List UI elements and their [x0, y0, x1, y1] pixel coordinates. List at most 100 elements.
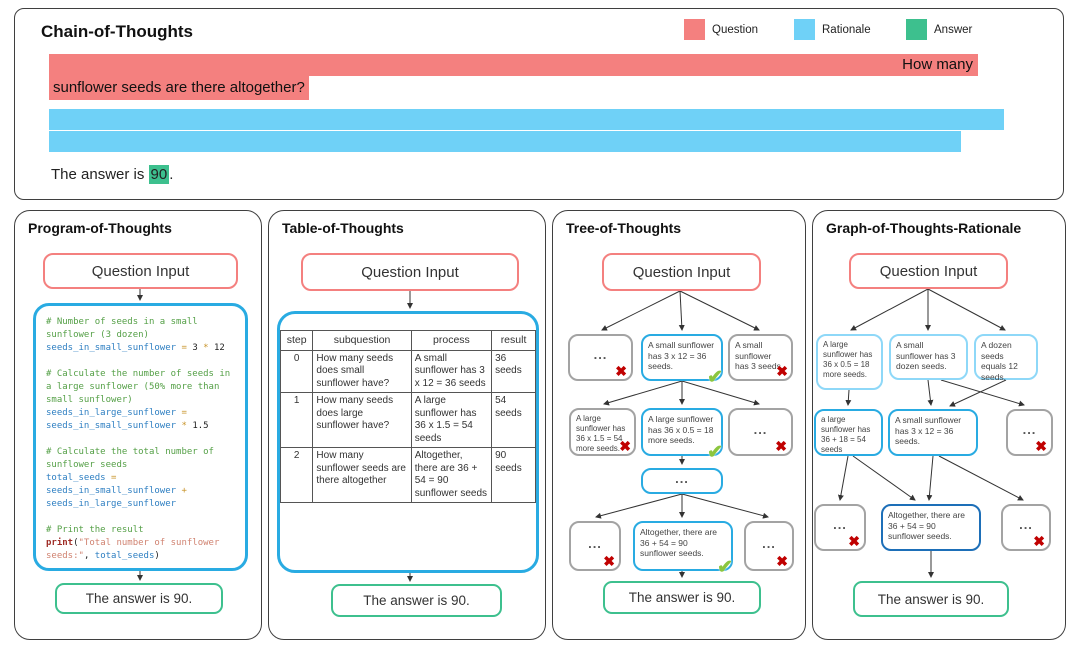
answer-color-swatch — [906, 19, 927, 40]
node-text: ... — [753, 421, 768, 437]
tree-answer-box: The answer is 90. — [603, 581, 761, 614]
col-result: result — [491, 330, 536, 351]
cell-result: 54 seeds — [491, 392, 536, 448]
graph-node: A small sunflower has 3 dozen seeds. — [889, 334, 968, 380]
legend-label: Answer — [934, 23, 973, 36]
node-text: A dozen seeds equals 12 seeds. — [981, 340, 1018, 382]
tree-node-rejected: ... ✖ — [568, 334, 633, 381]
node-text: Altogether, there are 36 + 54 = 90 sunfl… — [640, 527, 718, 558]
node-text: A small sunflower has 3 seeds. — [735, 340, 784, 371]
cross-icon: ✖ — [1035, 438, 1048, 454]
legend-item-answer: Answer — [906, 19, 972, 40]
cross-icon: ✖ — [603, 553, 616, 569]
cell-subquestion: How many seeds does small sunflower have… — [312, 349, 412, 393]
graph-node-rejected: ... ✖ — [1006, 409, 1053, 456]
legend-item-question: Question — [684, 19, 758, 40]
cell-step: 2 — [279, 447, 314, 503]
question-color-swatch — [684, 19, 705, 40]
tree-of-thoughts-panel: Tree-of-Thoughts Question Input ... ✖ A … — [552, 210, 806, 640]
cell-process: A small sunflower has 3 x 12 = 36 seeds — [410, 349, 493, 393]
answer-value-highlight: 90 — [148, 165, 170, 184]
node-text: a large sunflower has 36 + 18 = 54 seeds — [821, 415, 871, 454]
table-of-thoughts-panel: Table-of-Thoughts Question Input step su… — [268, 210, 546, 640]
cross-icon: ✖ — [848, 533, 861, 549]
chain-panel-title: Chain-of-Thoughts — [41, 22, 194, 41]
answer-label: The answer is 90. — [877, 591, 985, 607]
node-text: ... — [1022, 422, 1037, 438]
tree-node-rejected: ... ✖ — [744, 521, 794, 571]
pot-answer-box: The answer is 90. — [55, 583, 223, 614]
table-row: 0 How many seeds does small sunflower ha… — [279, 349, 536, 393]
program-of-thoughts-panel: Program-of-Thoughts Question Input # Num… — [14, 210, 262, 640]
question-input-label: Question Input — [361, 263, 459, 281]
tree-node-accepted: A large sunflower has 36 x 0.5 = 18 more… — [641, 408, 723, 462]
graph-node: a large sunflower has 36 + 18 = 54 seeds — [814, 409, 883, 456]
cross-icon: ✖ — [776, 553, 789, 569]
pot-panel-title: Program-of-Thoughts — [28, 220, 172, 236]
cross-icon: ✖ — [619, 438, 631, 454]
node-text: ... — [588, 535, 602, 551]
tableot-table-box: step subquestion process result 0 How ma… — [277, 311, 539, 573]
question-input-label: Question Input — [91, 262, 190, 280]
cell-step: 1 — [279, 392, 314, 448]
tree-node-rejected: A large sunflower has 36 x 1.5 = 54 more… — [569, 408, 636, 456]
answer-suffix: . — [169, 166, 174, 183]
cross-icon: ✖ — [615, 363, 628, 379]
pot-question-input-box: Question Input — [43, 253, 238, 289]
node-text: ... — [762, 535, 776, 551]
cell-process: A large sunflower has 36 x 1.5 = 54 seed… — [410, 392, 493, 448]
tree-panel-title: Tree-of-Thoughts — [566, 220, 682, 236]
chain-answer-line: The answer is 90. — [51, 163, 173, 187]
chain-of-thoughts-panel: Chain-of-Thoughts Question Rationale Ans… — [14, 8, 1064, 200]
answer-label: The answer is 90. — [85, 591, 193, 606]
cell-result: 36 seeds — [491, 349, 536, 393]
graph-answer-box: The answer is 90. — [853, 581, 1009, 617]
graph-node: A large sunflower has 36 x 0.5 = 18 more… — [816, 334, 883, 390]
answer-prefix: The answer is — [51, 166, 149, 183]
tree-node-accepted: Altogether, there are 36 + 54 = 90 sunfl… — [633, 521, 733, 577]
cell-subquestion: How many sunflower seeds are there altog… — [312, 447, 412, 503]
answer-label: The answer is 90. — [363, 593, 470, 608]
check-icon: ✔ — [707, 442, 723, 463]
legend-label: Question — [712, 23, 759, 36]
node-text: A small sunflower has 3 x 12 = 36 seeds. — [895, 415, 962, 446]
cross-icon: ✖ — [1033, 533, 1046, 549]
cross-icon: ✖ — [776, 363, 788, 379]
node-text: A large sunflower has 36 x 1.5 = 54 more… — [576, 414, 626, 453]
question-highlight-bar: How many — [49, 54, 978, 76]
table-row: 1 How many seeds does large sunflower ha… — [279, 392, 536, 448]
node-text: Altogether, there are 36 + 54 = 90 sunfl… — [888, 510, 966, 541]
col-process: process — [410, 330, 493, 351]
node-text: A large sunflower has 36 x 0.5 = 18 more… — [648, 414, 714, 445]
graph-of-thoughts-rationale-panel: Graph-of-Thoughts-Rationale Question Inp… — [812, 210, 1066, 640]
check-icon: ✔ — [717, 557, 733, 578]
table-row: 2 How many sunflower seeds are there alt… — [279, 447, 536, 503]
question-input-label: Question Input — [632, 263, 731, 281]
node-text: ... — [833, 517, 847, 533]
graph-question-input-box: Question Input — [849, 253, 1008, 289]
tree-node-rejected: ... ✖ — [569, 521, 621, 571]
graph-node: A small sunflower has 3 x 12 = 36 seeds. — [888, 409, 978, 456]
tree-question-input-box: Question Input — [602, 253, 761, 291]
graph-panel-title: Graph-of-Thoughts-Rationale — [826, 220, 1022, 236]
cross-icon: ✖ — [775, 438, 788, 454]
graph-node-rejected: ... ✖ — [814, 504, 866, 551]
tree-node-rejected: ... ✖ — [728, 408, 793, 456]
col-step: step — [279, 330, 314, 351]
check-icon: ✔ — [707, 367, 723, 388]
question-tail-text: How many — [902, 56, 973, 73]
rationale-redacted-bar-1 — [49, 109, 1004, 130]
tableot-question-input-box: Question Input — [301, 253, 519, 291]
question-line2: sunflower seeds are there altogether? — [49, 76, 309, 100]
graph-node: A dozen seeds equals 12 seeds. — [974, 334, 1038, 382]
cell-subquestion: How many seeds does large sunflower have… — [312, 392, 412, 448]
tableot-answer-box: The answer is 90. — [331, 584, 502, 617]
cell-result: 90 seeds — [491, 447, 536, 503]
question-input-label: Question Input — [879, 262, 978, 280]
rationale-color-swatch — [794, 19, 815, 40]
legend-item-rationale: Rationale — [794, 19, 871, 40]
thought-table: step subquestion process result 0 How ma… — [279, 330, 536, 503]
node-text: A small sunflower has 3 x 12 = 36 seeds. — [648, 340, 715, 371]
tableot-panel-title: Table-of-Thoughts — [282, 220, 404, 236]
